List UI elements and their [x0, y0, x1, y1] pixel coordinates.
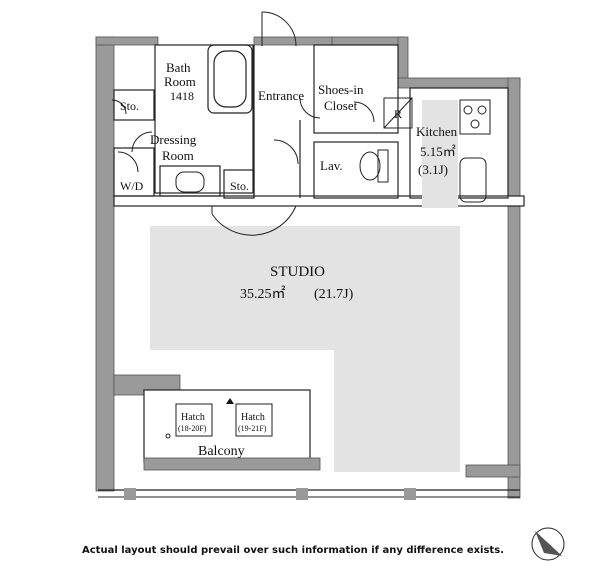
sink-icon	[459, 157, 487, 203]
storage-lower-label: Sto.	[230, 179, 249, 193]
refrigerator-label: R	[394, 107, 402, 121]
door-swings	[111, 11, 375, 236]
dressing-label-2: Room	[162, 148, 194, 163]
studio-jo: (21.7J)	[314, 287, 354, 302]
wd-label: W/D	[120, 179, 144, 193]
arrow-up-icon	[226, 398, 234, 404]
hatch-left-2: (18-20F)	[178, 424, 207, 433]
hatch-right-2: (19-21F)	[238, 424, 267, 433]
closet-label-1: Shoes-in	[318, 82, 364, 97]
north-arrow-icon	[531, 527, 565, 561]
balcony-area	[98, 389, 520, 500]
bath-size: 1418	[170, 89, 194, 103]
toilet-icon	[359, 149, 389, 183]
bath-label-2: Room	[164, 74, 196, 89]
bathtub-icon	[207, 44, 253, 114]
dressing-label-1: Dressing	[150, 132, 197, 147]
entrance-label: Entrance	[258, 88, 304, 103]
storage-upper-label: Sto.	[120, 99, 139, 113]
interior-walls	[113, 44, 525, 207]
washbasin-icon	[175, 171, 205, 193]
refrigerator-icon	[383, 97, 413, 129]
hatch-left-1: Hatch	[181, 412, 205, 423]
closet-label-2: Closet	[324, 98, 358, 113]
hatch-right-1: Hatch	[241, 412, 265, 423]
studio-label: STUDIO	[270, 264, 325, 280]
flooring-zones	[150, 100, 460, 472]
stove-icon	[459, 99, 491, 135]
kitchen-jo: (3.1J)	[418, 162, 448, 177]
kitchen-label: Kitchen	[416, 124, 458, 139]
kitchen-area: 5.15㎡	[420, 144, 456, 159]
bath-label-1: Bath	[166, 60, 191, 75]
balcony-label: Balcony	[198, 444, 245, 459]
exterior-walls	[95, 36, 521, 499]
disclaimer-note: Actual layout should prevail over such i…	[82, 545, 504, 556]
studio-area: 35.25㎡	[240, 286, 286, 302]
room-labels: Bath Room 1418 Entrance Shoes-in Closet …	[120, 60, 458, 459]
lav-label: Lav.	[320, 158, 343, 173]
